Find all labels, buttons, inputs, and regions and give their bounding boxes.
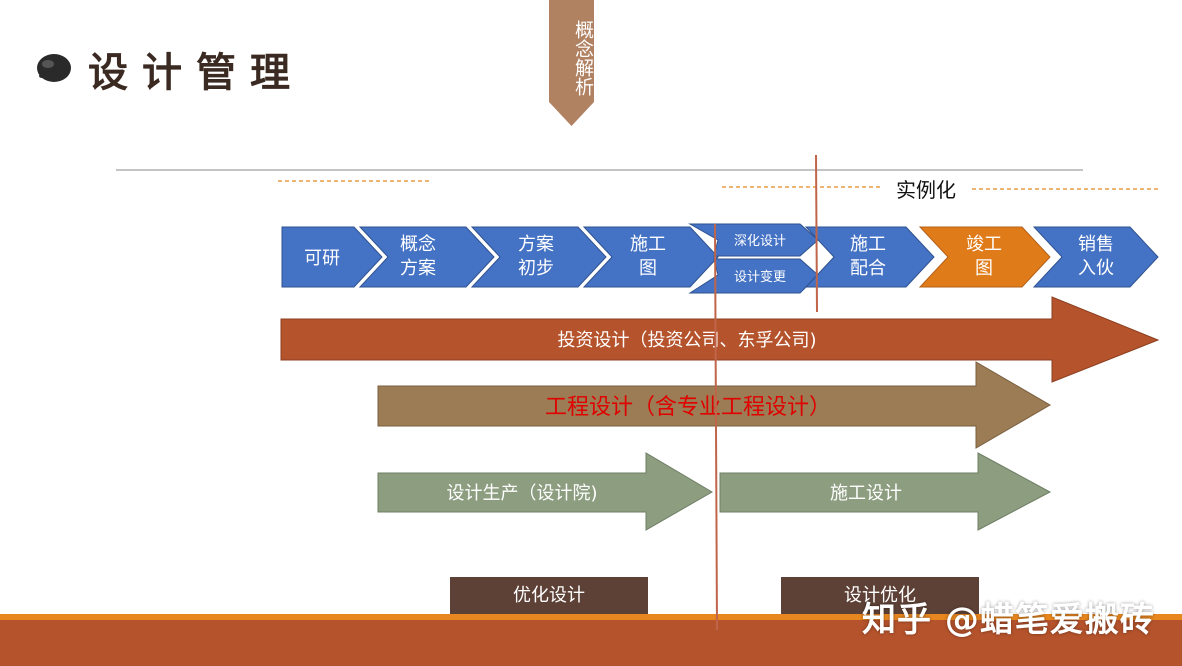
stage-label: 方案 bbox=[400, 258, 436, 279]
stage-chevron bbox=[281, 226, 383, 288]
stage-label: 可研 bbox=[304, 248, 340, 269]
stage-label: 图 bbox=[975, 258, 993, 279]
engineering-design-label: 工程设计（含专业工程设计） bbox=[545, 395, 831, 420]
stage-chevron bbox=[358, 226, 495, 288]
stage-label: 施工 bbox=[850, 234, 886, 255]
stage-label: 初步 bbox=[518, 258, 554, 279]
stage-chevron-split-bottom bbox=[688, 258, 819, 294]
stage-chevron bbox=[804, 226, 935, 288]
stage-label: 入伙 bbox=[1078, 258, 1114, 279]
optimize-design-box bbox=[450, 577, 648, 614]
realization-label: 实例化 bbox=[896, 178, 956, 202]
concept-tag bbox=[549, 0, 594, 126]
ink-brush-icon bbox=[37, 54, 71, 82]
footer-band bbox=[0, 620, 1182, 666]
design-production-label: 设计生产（设计院) bbox=[446, 483, 597, 504]
stage-label: 概念 bbox=[400, 233, 436, 255]
watermark-text: 知乎 @蜡笔爱搬砖 bbox=[862, 600, 1155, 640]
stage-label: 深化设计 bbox=[734, 234, 786, 249]
stage-label: 施工 bbox=[630, 234, 666, 255]
stage-chevrons bbox=[281, 223, 1159, 294]
stage-label: 图 bbox=[639, 258, 657, 279]
vertical-divider-right bbox=[815, 154, 818, 313]
stage-chevron bbox=[470, 226, 607, 288]
stage-label: 竣工 bbox=[966, 234, 1002, 255]
investment-design-arrow bbox=[280, 296, 1160, 383]
stage-chevron bbox=[1032, 226, 1159, 288]
engineering-design-arrow bbox=[377, 361, 1051, 449]
design-optimize-label: 设计优化 bbox=[844, 585, 916, 606]
stage-chevron-split-top bbox=[688, 223, 819, 257]
construction-design-label: 施工设计 bbox=[830, 483, 902, 504]
vertical-divider-left bbox=[714, 223, 718, 631]
stage-chevron bbox=[582, 226, 719, 288]
investment-design-label: 投资设计（投资公司、东孚公司) bbox=[557, 330, 816, 351]
concept-tag-label: 概念解析 bbox=[572, 20, 594, 96]
design-optimize-box bbox=[781, 577, 979, 614]
design-production-arrow bbox=[377, 452, 713, 531]
construction-design-arrow bbox=[719, 452, 1052, 531]
stage-label: 设计变更 bbox=[734, 269, 786, 285]
page-title: 设计管理 bbox=[88, 49, 304, 96]
stage-chevron-highlight bbox=[918, 226, 1051, 288]
optimize-design-label: 优化设计 bbox=[513, 585, 585, 606]
stage-label: 配合 bbox=[850, 258, 886, 279]
footer-top-stripe bbox=[0, 614, 1182, 620]
stage-label: 销售 bbox=[1078, 234, 1114, 255]
stage-label: 方案 bbox=[518, 234, 554, 255]
